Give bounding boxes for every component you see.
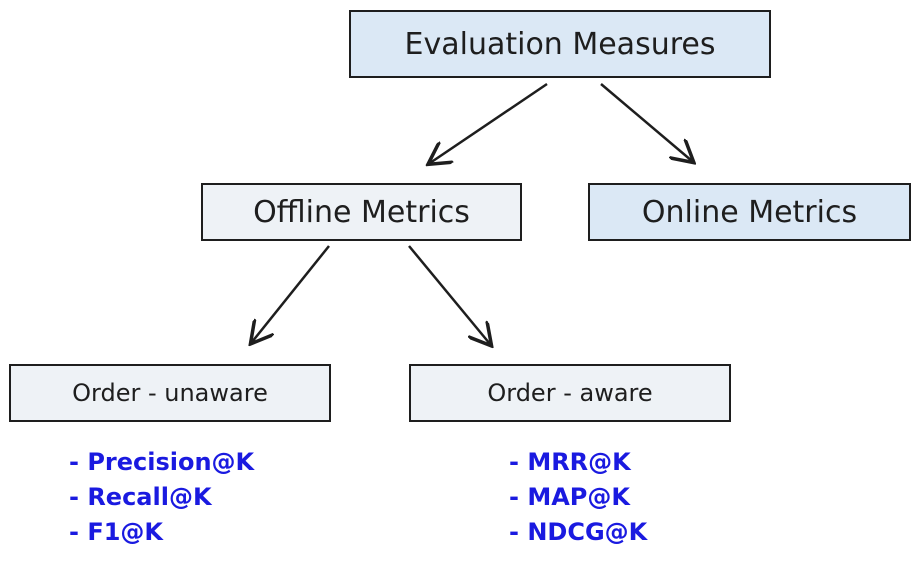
evaluation-measures-node: Evaluation Measures	[349, 10, 771, 78]
metric-item: - Precision@K	[69, 445, 254, 480]
arrow-offline-to-unaware	[252, 245, 330, 342]
metric-label: - Precision@K	[69, 448, 255, 476]
order-aware-node: Order - aware	[409, 364, 731, 422]
metric-label: - NDCG@K	[509, 518, 648, 546]
metric-item: - F1@K	[69, 515, 254, 550]
online-metrics-node: Online Metrics	[588, 183, 911, 241]
metric-label: - MRR@K	[509, 448, 631, 476]
arrow-offline-to-aware	[408, 245, 490, 344]
metric-label: - F1@K	[69, 518, 164, 546]
order-unaware-node: Order - unaware	[9, 364, 331, 422]
arrow-root-to-online	[600, 83, 692, 161]
order-unaware-metric-list: - Precision@K - Recall@K - F1@K	[69, 445, 254, 550]
metric-label: - Recall@K	[69, 483, 212, 511]
metric-item: - MAP@K	[509, 480, 647, 515]
offline-metrics-label: Offline Metrics	[253, 194, 470, 230]
order-aware-metric-list: - MRR@K - MAP@K - NDCG@K	[509, 445, 647, 550]
metric-label: - MAP@K	[509, 483, 630, 511]
evaluation-measures-label: Evaluation Measures	[404, 26, 716, 62]
metric-item: - Recall@K	[69, 480, 254, 515]
order-unaware-label: Order - unaware	[72, 379, 268, 407]
arrow-root-to-offline	[430, 82, 548, 163]
metric-item: - NDCG@K	[509, 515, 647, 550]
offline-metrics-node: Offline Metrics	[201, 183, 522, 241]
metric-item: - MRR@K	[509, 445, 647, 480]
online-metrics-label: Online Metrics	[641, 194, 858, 230]
order-aware-label: Order - aware	[487, 379, 653, 407]
